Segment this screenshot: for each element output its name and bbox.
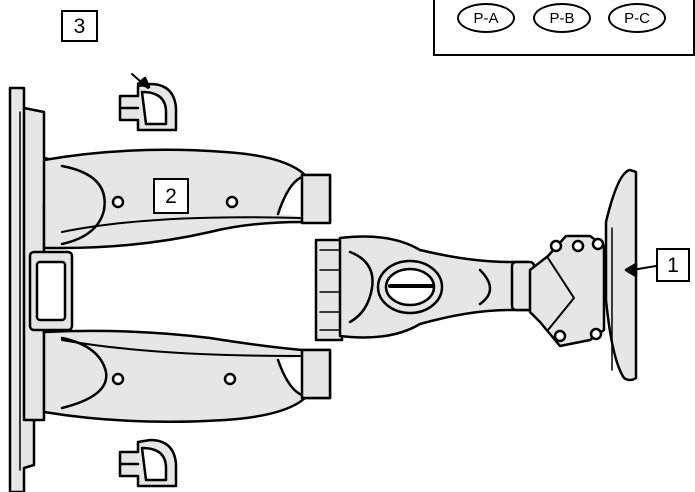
parts-legend: P-A P-B P-C	[433, 0, 695, 56]
callout-1-arrow	[624, 262, 638, 278]
wall-bracket-bottom	[118, 438, 178, 488]
callout-1: 1	[656, 248, 690, 282]
upper-arm-bottom	[42, 329, 332, 424]
part-b-oval: P-B	[533, 3, 591, 33]
forearm	[338, 235, 536, 339]
center-hinge	[300, 173, 344, 400]
callout-3: 3	[61, 10, 98, 42]
part-a-oval: P-A	[457, 3, 515, 33]
wall-plate	[8, 86, 74, 492]
part-c-oval: P-C	[608, 3, 666, 33]
callout-2: 2	[153, 178, 189, 214]
wall-bracket-top	[118, 73, 178, 132]
tv-plate	[604, 168, 638, 382]
tilt-bracket	[528, 234, 606, 348]
